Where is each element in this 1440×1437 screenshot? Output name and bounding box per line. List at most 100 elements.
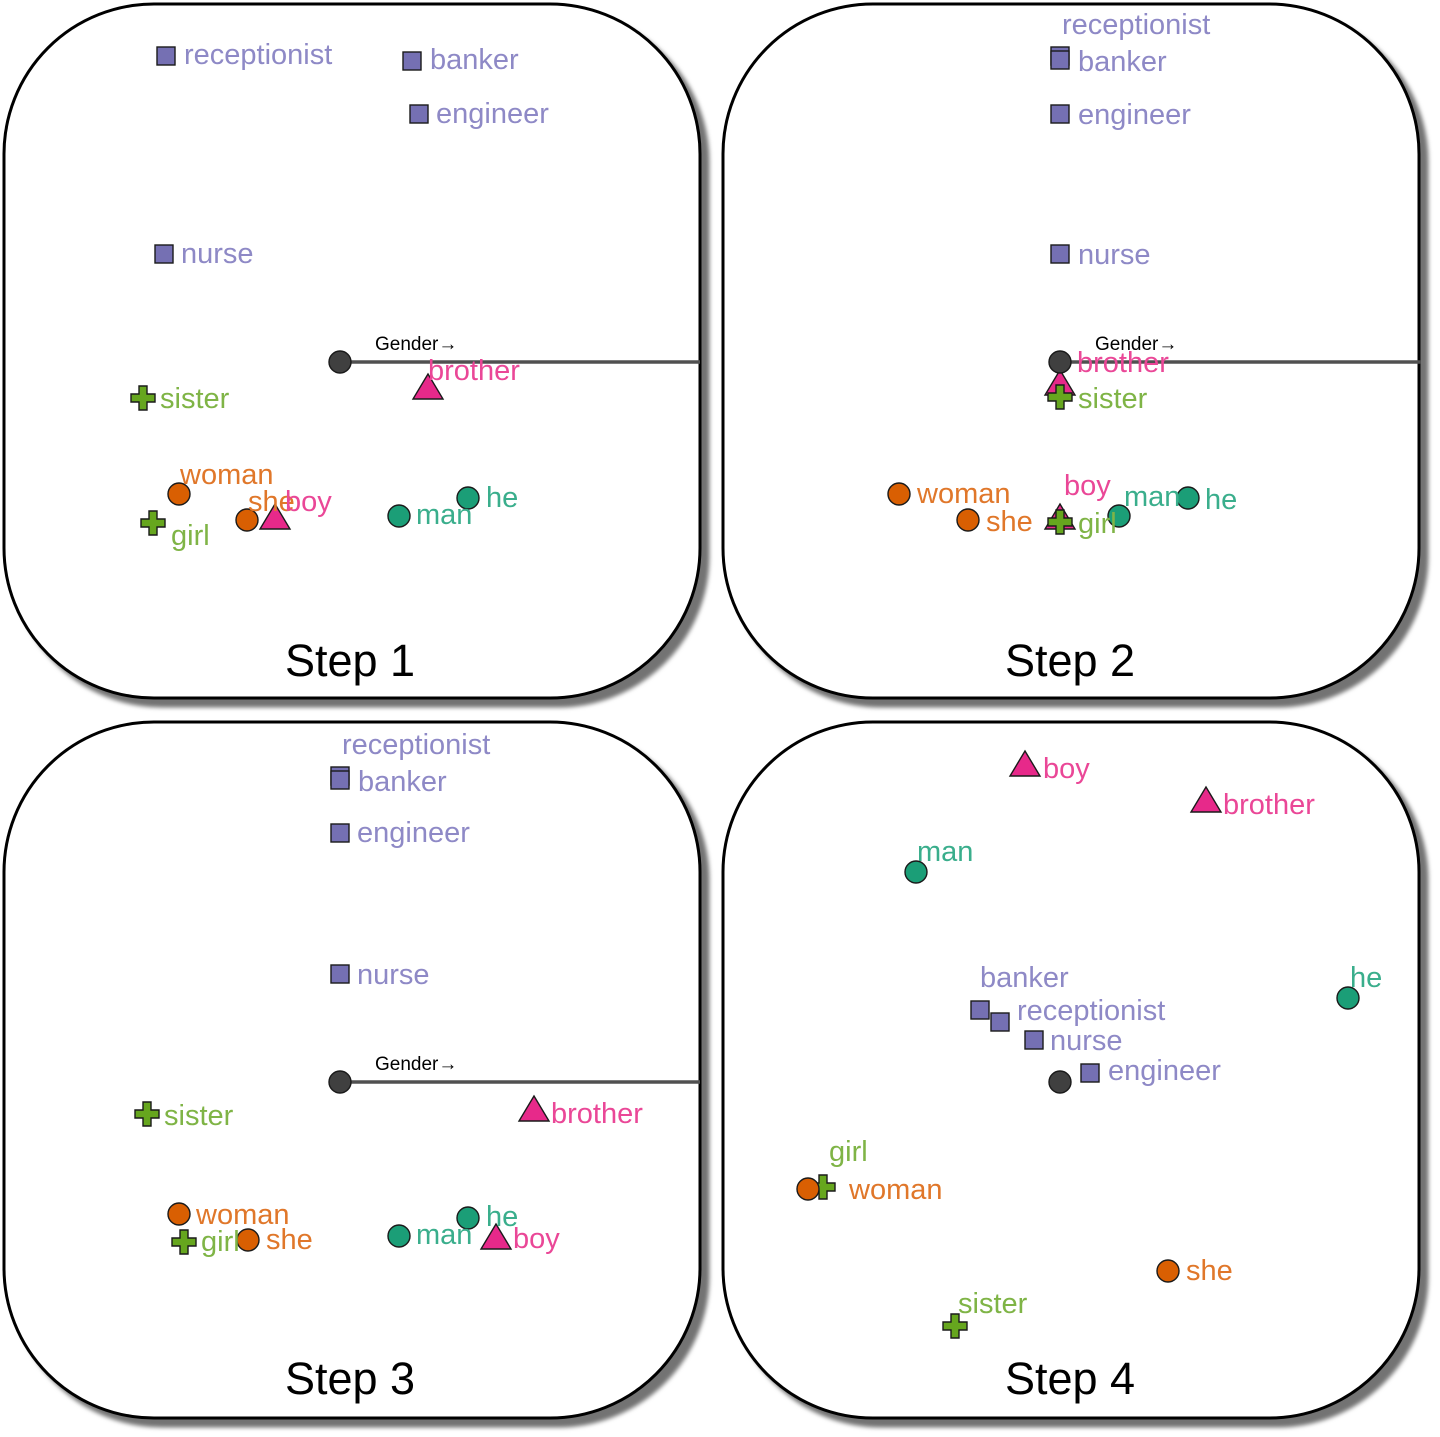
point-label-she: she	[266, 1224, 313, 1256]
point-label-he: he	[1350, 962, 1382, 994]
point-marker-brother	[517, 1094, 551, 1122]
point-label-he: he	[486, 482, 518, 514]
point-marker-brother	[1189, 785, 1223, 813]
panel-frame	[721, 720, 1421, 1420]
point-label-banker: banker	[980, 962, 1069, 994]
step-title: Step 4	[1005, 1353, 1135, 1404]
point-marker-he	[456, 1206, 480, 1230]
point-marker-engineer	[1080, 1063, 1100, 1083]
point-marker-he	[1176, 486, 1200, 510]
point-label-receptionist: receptionist	[184, 39, 332, 71]
point-marker-she	[1156, 1259, 1180, 1283]
step-title: Step 1	[285, 635, 415, 686]
point-marker-receptionist	[990, 1012, 1010, 1032]
point-marker-sister	[942, 1313, 968, 1339]
point-marker-sister	[134, 1101, 160, 1127]
point-label-she: she	[986, 506, 1033, 538]
point-marker-boy	[258, 502, 292, 530]
point-label-banker: banker	[430, 44, 519, 76]
point-label-she: she	[248, 486, 295, 518]
panel-frame	[721, 2, 1421, 700]
point-marker-girl	[1047, 509, 1073, 535]
step-title: Step 3	[285, 1353, 415, 1404]
point-marker-nurse	[330, 964, 350, 984]
point-label-boy: boy	[1043, 753, 1090, 785]
point-marker-girl	[140, 510, 166, 536]
panel-step2: receptionistbankerengineernursebrothersi…	[721, 2, 1421, 700]
point-label-brother: brother	[428, 355, 520, 387]
point-label-girl: girl	[171, 520, 210, 552]
panel-frame	[2, 720, 702, 1420]
point-marker-man	[1107, 504, 1131, 528]
point-label-woman: woman	[195, 1199, 290, 1231]
point-marker-receptionist	[156, 46, 176, 66]
point-marker-nurse	[154, 244, 174, 264]
point-marker-engineer	[1050, 104, 1070, 124]
point-label-woman: woman	[179, 459, 274, 491]
point-label-boy: boy	[513, 1223, 560, 1255]
point-label-he: he	[486, 1201, 518, 1233]
point-label-sister: sister	[1078, 383, 1148, 415]
point-label-he: he	[1205, 484, 1237, 516]
point-marker-woman	[796, 1177, 820, 1201]
point-marker-banker	[1050, 50, 1070, 70]
point-label-sister: sister	[958, 1288, 1028, 1320]
point-marker-boy	[479, 1222, 513, 1250]
point-label-sister: sister	[164, 1100, 234, 1132]
point-label-man: man	[416, 1219, 472, 1251]
point-marker-brother	[411, 372, 445, 400]
point-label-boy: boy	[285, 486, 332, 518]
point-marker-man	[387, 504, 411, 528]
point-marker-woman	[887, 482, 911, 506]
point-label-she: she	[1186, 1255, 1233, 1287]
point-label-engineer: engineer	[1108, 1055, 1221, 1087]
point-marker-sister	[130, 385, 156, 411]
point-label-woman: woman	[848, 1174, 943, 1206]
point-label-receptionist: receptionist	[1017, 995, 1165, 1027]
origin-dot	[1048, 1070, 1072, 1094]
panel-step3: receptionist banker engineer nurse brother si…	[2, 720, 702, 1420]
point-marker-he	[456, 486, 480, 510]
point-marker-banker	[402, 51, 422, 71]
point-label-engineer: engineer	[436, 98, 549, 130]
point-marker-girl	[171, 1229, 197, 1255]
step-title: Step 2	[1005, 635, 1135, 686]
point-marker-man	[387, 1224, 411, 1248]
gender-axis-label: Gender→	[375, 1054, 457, 1075]
point-label-nurse: nurse	[181, 238, 254, 270]
point-marker-she	[956, 508, 980, 532]
origin-dot	[328, 350, 352, 374]
point-label-receptionist: receptionist	[1062, 9, 1210, 41]
point-label-nurse: nurse	[357, 959, 430, 991]
point-marker-she	[236, 1228, 260, 1252]
point-marker-engineer	[330, 823, 350, 843]
point-label-receptionist: receptionist	[342, 729, 490, 761]
point-label-nurse: nurse	[1078, 239, 1151, 271]
point-label-brother: brother	[551, 1098, 643, 1130]
point-marker-nurse	[1050, 244, 1070, 264]
point-marker-she	[235, 508, 259, 532]
point-label-banker: banker	[358, 766, 447, 798]
point-label-brother: brother	[1223, 789, 1315, 821]
point-label-girl: girl	[1078, 508, 1117, 540]
gender-axis-label: Gender→	[1095, 334, 1177, 355]
point-marker-nurse	[1024, 1030, 1044, 1050]
point-marker-boy	[1008, 749, 1042, 777]
point-label-nurse: nurse	[1050, 1025, 1123, 1057]
panel-step4: boy brother man bankerreceptionistnurseengi…	[721, 720, 1421, 1420]
point-marker-woman	[167, 482, 191, 506]
point-label-man: man	[1124, 481, 1180, 513]
point-label-woman: woman	[916, 478, 1011, 510]
point-label-brother: brother	[1077, 347, 1169, 379]
point-marker-man	[904, 860, 928, 884]
point-label-engineer: engineer	[357, 817, 470, 849]
point-label-man: man	[416, 499, 472, 531]
point-marker-he	[1336, 986, 1360, 1010]
point-marker-banker	[970, 1000, 990, 1020]
point-label-man: man	[917, 836, 973, 868]
point-label-banker: banker	[1078, 46, 1167, 78]
point-label-girl: girl	[829, 1136, 868, 1168]
origin-dot	[1048, 350, 1072, 374]
point-marker-sister	[1047, 384, 1073, 410]
